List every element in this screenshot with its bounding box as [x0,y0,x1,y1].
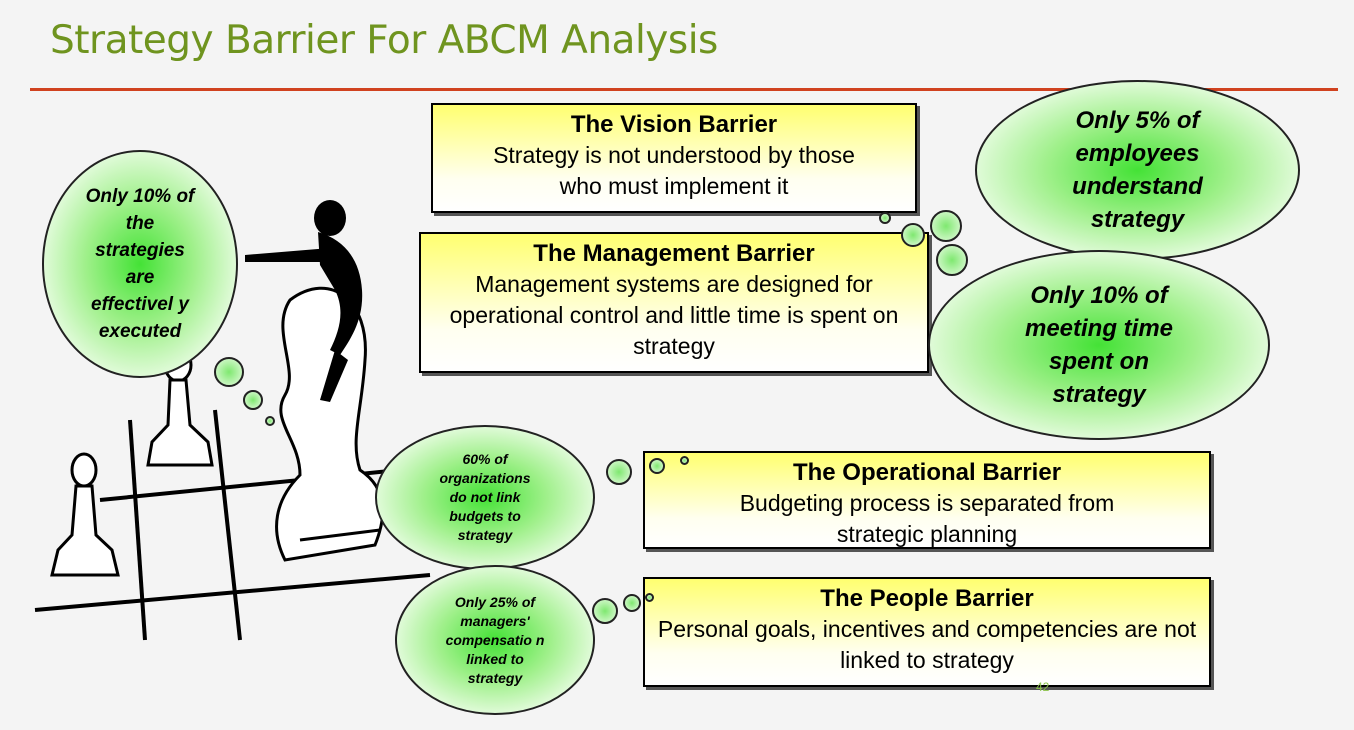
cloud-budgets: 60% of organizations do not link budgets… [375,425,595,570]
cloud-meeting-time: Only 10% of meeting time spent on strate… [928,250,1270,440]
pawn-piece [50,452,120,577]
cloud-compensation: Only 25% of managers' compensatio n link… [395,565,595,715]
thought-bubble [214,357,244,387]
board-line [34,573,431,612]
thought-bubble [265,416,275,426]
cloud-text: Only 10% of meeting time spent on strate… [1024,282,1174,408]
vision-barrier-box: The Vision Barrier Strategy is not under… [431,103,917,213]
thought-bubble [649,458,665,474]
cloud-employees: Only 5% of employees understand strategy [975,80,1300,260]
thought-bubble [930,210,962,242]
thought-bubble [901,223,925,247]
thought-bubble [606,459,632,485]
operational-barrier-title: The Operational Barrier [792,459,1062,486]
management-barrier-text: Management systems are designed for oper… [449,271,899,359]
people-barrier-box: The People Barrier Personal goals, incen… [643,577,1211,687]
operational-barrier-text: Budgeting process is separated from stra… [739,490,1115,547]
cloud-strategies-executed: Only 10% of the strategies are effective… [42,150,238,378]
management-barrier-box: The Management Barrier Management system… [419,232,929,373]
thought-bubble [680,456,689,465]
thought-bubble [645,593,654,602]
thought-bubble [243,390,263,410]
management-barrier-title: The Management Barrier [533,240,815,267]
page-number: 42 [1036,680,1050,694]
cloud-text: 60% of organizations do not link budgets… [439,451,531,543]
operational-barrier-box: The Operational Barrier Budgeting proces… [643,451,1211,549]
cloud-text: Only 25% of managers' compensatio n link… [445,593,545,686]
people-barrier-title: The People Barrier [820,585,1034,612]
thought-bubble [623,594,641,612]
person-figure [245,200,363,402]
board-line [128,419,147,641]
knight-piece [275,286,385,562]
board-line [213,409,242,641]
thought-bubble [592,598,618,624]
thought-bubble [879,212,891,224]
cloud-text: Only 10% of the strategies are effective… [85,186,195,342]
people-barrier-text: Personal goals, incentives and competenc… [657,616,1197,673]
vision-barrier-title: The Vision Barrier [570,111,778,138]
vision-barrier-text: Strategy is not understood by those who … [493,142,855,199]
cloud-text: Only 5% of employees understand strategy [1072,107,1203,233]
thought-bubble [936,244,968,276]
title-divider [30,88,1338,91]
slide-title: Strategy Barrier For ABCM Analysis [50,18,718,63]
